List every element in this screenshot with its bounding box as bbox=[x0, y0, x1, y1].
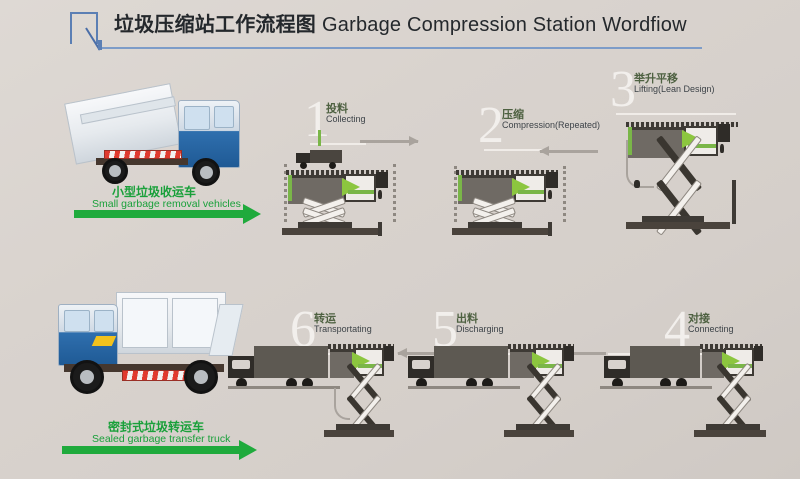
compression-station-diagram-step3 bbox=[620, 108, 750, 236]
step-5-title-cn: 出料 bbox=[456, 313, 478, 325]
mini-truck-icon bbox=[296, 150, 342, 170]
arrow-step2-recirculate bbox=[539, 146, 598, 156]
arrow-step3-lift bbox=[626, 140, 654, 188]
step-3-rule bbox=[616, 113, 736, 115]
page-title: 垃圾压缩站工作流程图 Garbage Compression Station Wo… bbox=[114, 8, 687, 37]
sealed-transfer-truck-caption-en: Sealed garbage transfer truck bbox=[92, 433, 231, 445]
sealed-transfer-truck-photo bbox=[48, 288, 244, 400]
step-6-title-cn: 转运 bbox=[314, 313, 336, 325]
page-title-en: Garbage Compression Station Wordfiow bbox=[322, 14, 687, 36]
step-1-title-cn: 投料 bbox=[326, 103, 348, 115]
compression-station-diagram-step1 bbox=[282, 130, 396, 236]
page-title-cn: 垃圾压缩站工作流程图 bbox=[114, 14, 316, 36]
transport-diagram-step4 bbox=[600, 338, 766, 438]
step-2-title-cn: 压缩 bbox=[502, 109, 524, 121]
flow-direction-arrow-left bbox=[62, 440, 257, 460]
step-2-number: 2 bbox=[478, 97, 504, 154]
step-4-title-cn: 对接 bbox=[688, 313, 710, 325]
transport-diagram-step6 bbox=[228, 338, 394, 438]
flow-direction-arrow-right bbox=[74, 204, 261, 224]
square-check-logo-icon bbox=[70, 12, 101, 51]
sealed-transfer-truck-caption-cn: 密封式垃圾转运车 bbox=[108, 420, 205, 434]
step-2-rule bbox=[484, 149, 544, 151]
step-1-rule bbox=[310, 143, 366, 145]
step-5-title-en: Discharging bbox=[456, 324, 504, 334]
step-1-number: 1 bbox=[304, 91, 330, 148]
arrow-step5-to-step6 bbox=[397, 348, 438, 358]
step-2-title-en: Compression(Repeated) bbox=[502, 120, 601, 130]
step-3-title-en: Lifting(Lean Design) bbox=[634, 84, 715, 94]
small-removal-vehicle-photo bbox=[64, 74, 244, 194]
arrow-step1-to-step2 bbox=[360, 136, 419, 146]
step-1-title-en: Collecting bbox=[326, 114, 366, 124]
step-3-title-cn: 举升平移 bbox=[634, 73, 678, 85]
compression-station-diagram-step2 bbox=[452, 156, 566, 238]
step-6-title-en: Transportating bbox=[314, 324, 372, 334]
transport-diagram-step5 bbox=[408, 338, 574, 438]
step-3-number: 3 bbox=[610, 61, 636, 118]
small-removal-vehicle-caption-en: Small garbage removal vehicles bbox=[92, 198, 241, 210]
title-bar: 垃圾压缩站工作流程图 Garbage Compression Station Wo… bbox=[62, 6, 702, 51]
step-4-title-en: Connecting bbox=[688, 324, 734, 334]
title-underline bbox=[102, 47, 702, 49]
logo-foot-icon bbox=[98, 40, 102, 50]
small-removal-vehicle-caption-cn: 小型垃圾收运车 bbox=[112, 185, 197, 199]
